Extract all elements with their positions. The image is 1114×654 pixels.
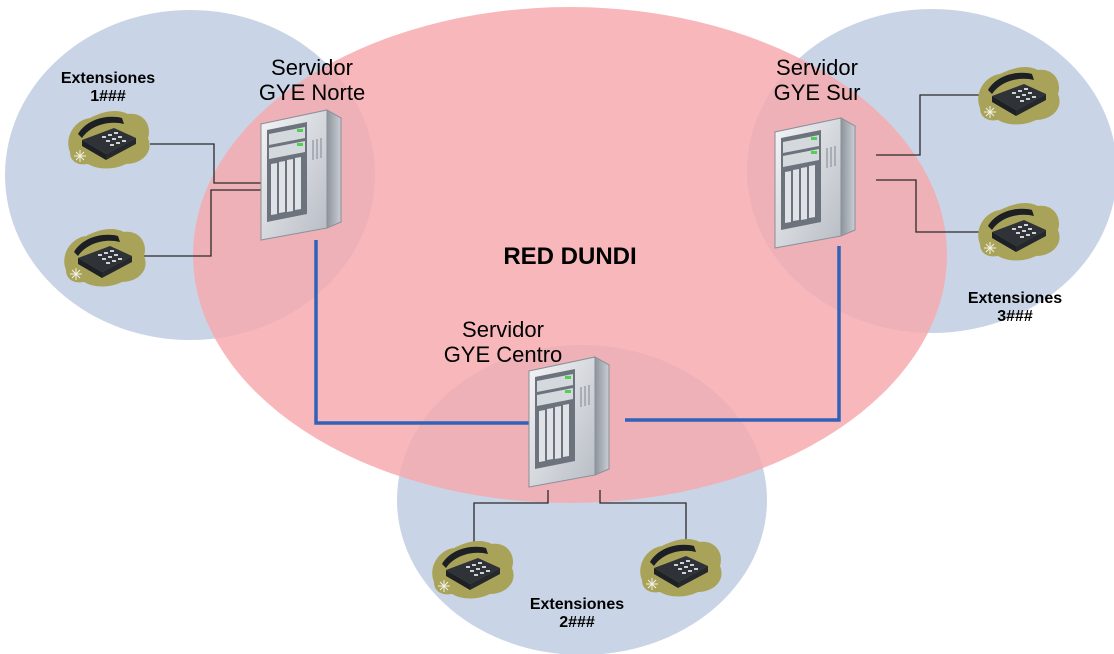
server-label-sur: Servidor GYE Sur: [742, 55, 892, 106]
extensions-label-norte-line2: 1###: [90, 88, 126, 106]
server-icon: [528, 356, 610, 488]
server-icon: [774, 117, 856, 249]
server-label-norte-line1: Servidor: [271, 55, 353, 80]
extensions-label-sur: Extensiones 3###: [955, 290, 1075, 327]
extensions-label-centro-line2: 2###: [559, 614, 595, 632]
link-sur-centro: [625, 246, 841, 422]
link-norte-centro: [314, 240, 530, 425]
server-label-norte: Servidor GYE Norte: [232, 55, 392, 106]
server-label-sur-line1: Servidor: [776, 55, 858, 80]
server-links: [314, 240, 841, 425]
network-label: RED DUNDI: [503, 243, 637, 270]
server-label-norte-line2: GYE Norte: [258, 80, 366, 106]
network-zone: [193, 7, 947, 503]
extensions-label-norte-line1: Extensiones: [60, 70, 156, 87]
extensions-label-norte: Extensiones 1###: [48, 70, 168, 107]
extensions-label-centro-line1: Extensiones: [529, 596, 625, 613]
server-label-centro: Servidor GYE Centro: [418, 317, 588, 368]
extensions-label-centro: Extensiones 2###: [517, 596, 637, 633]
server-label-sur-line2: GYE Sur: [773, 80, 861, 106]
server-icon: [260, 109, 342, 241]
extensions-label-sur-line1: Extensiones: [967, 290, 1063, 307]
extensions-label-sur-line2: 3###: [997, 308, 1033, 326]
phone-wires: [140, 94, 990, 548]
server-label-centro-line1: Servidor: [462, 317, 544, 342]
server-label-centro-line2: GYE Centro: [443, 342, 563, 368]
